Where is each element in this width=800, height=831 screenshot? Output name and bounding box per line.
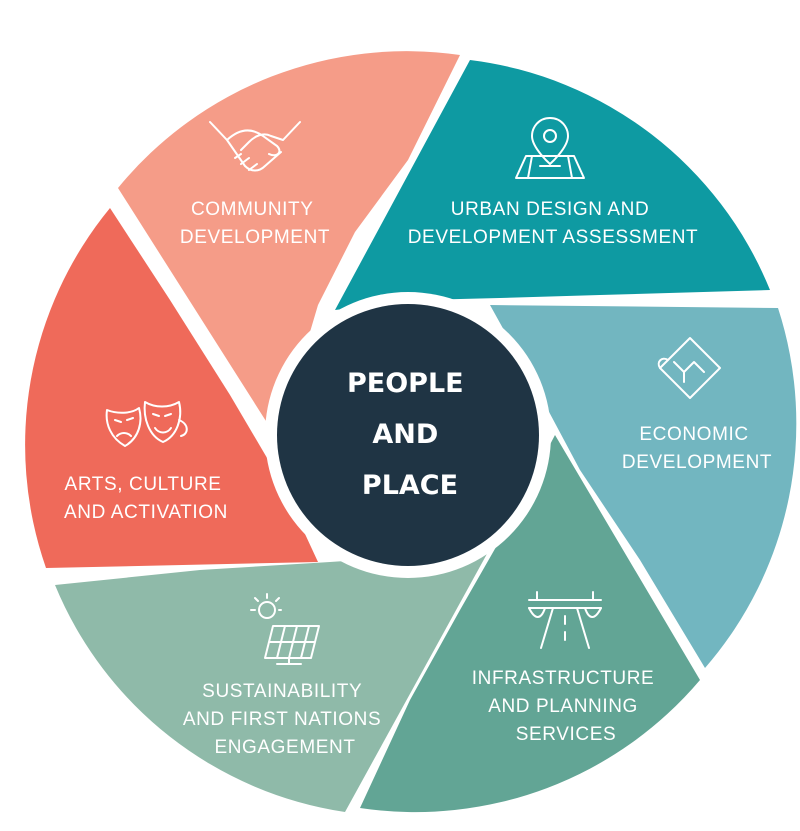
segment-community-shape [118, 51, 460, 440]
segment-sustainability-label: SUSTAINABILITY AND FIRST NATIONS ENGAGEM… [183, 681, 387, 758]
center-circle [277, 304, 539, 566]
segment-infrastructure-label: INFRASTRUCTURE AND PLANNING SERVICES [472, 668, 660, 745]
segment-economic: ECONOMIC DEVELOPMENT [490, 305, 797, 668]
map-pin-icon [515, 117, 585, 179]
center-label: PEOPLE AND PLACE [347, 368, 473, 501]
segment-arts-shape [25, 208, 319, 568]
segment-infrastructure-shape [360, 435, 700, 813]
segment-urban: URBAN DESIGN AND DEVELOPMENT ASSESSMENT [335, 60, 770, 310]
segment-urban-label: URBAN DESIGN AND DEVELOPMENT ASSESSMENT [408, 199, 699, 248]
segment-economic-shape [490, 305, 797, 668]
segment-arts: ARTS, CULTURE AND ACTIVATION [25, 208, 319, 568]
blueprint-icon [657, 337, 721, 399]
segment-community-label: COMMUNITY DEVELOPMENT [180, 199, 330, 248]
segment-community: COMMUNITY DEVELOPMENT [118, 51, 460, 440]
segment-sustainability: SUSTAINABILITY AND FIRST NATIONS ENGAGEM… [55, 552, 488, 812]
solar-panel-icon [250, 593, 320, 665]
segment-economic-label: ECONOMIC DEVELOPMENT [622, 424, 772, 473]
segment-arts-label: ARTS, CULTURE AND ACTIVATION [64, 474, 228, 523]
handshake-icon [209, 121, 301, 172]
road-bridge-icon [528, 591, 602, 649]
theatre-masks-icon [105, 401, 188, 447]
segment-infrastructure: INFRASTRUCTURE AND PLANNING SERVICES [360, 435, 700, 813]
segment-sustainability-shape [55, 552, 488, 812]
segment-urban-shape [335, 60, 770, 310]
